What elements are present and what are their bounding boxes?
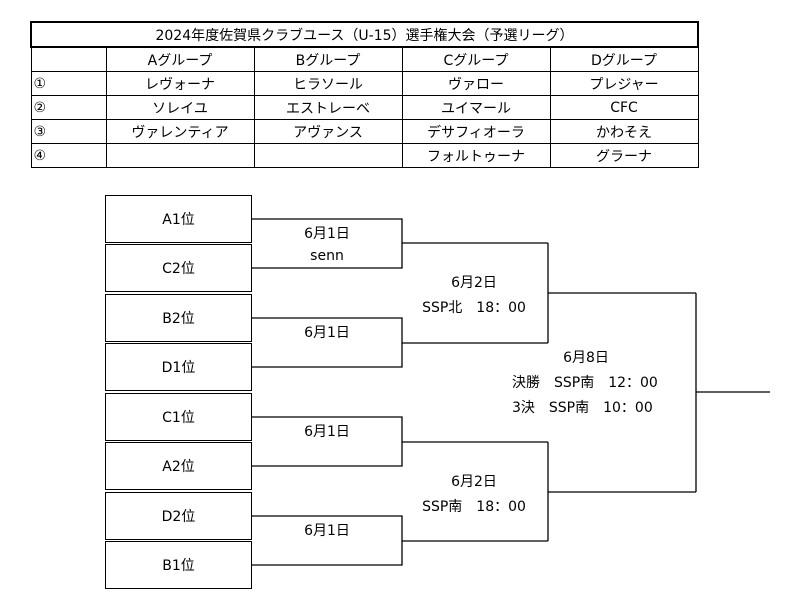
table-row: ① レヴォーナ ヒラソール ヴァロー プレジャー [30, 71, 699, 96]
match-date: 6月1日 [304, 424, 350, 440]
team-cell: CFC [549, 95, 699, 120]
team-cell [105, 143, 255, 168]
team-cell: フォルトゥーナ [401, 143, 551, 168]
groups-table: 2024年度佐賀県クラブユース（U-15）選手権大会（予選リーグ） Aグループ … [30, 21, 699, 168]
slot-box: D2位 [105, 492, 252, 540]
match-date: 6月2日 [451, 275, 497, 291]
row-number: ① [30, 71, 107, 96]
third-place-line: 3決 SSP南 10：00 [512, 400, 653, 416]
title-row: 2024年度佐賀県クラブユース（U-15）選手権大会（予選リーグ） [30, 21, 699, 48]
header-group-d: Dグループ [549, 46, 699, 72]
final-match-line: 決勝 SSP南 12：00 [512, 375, 658, 391]
team-cell: プレジャー [549, 71, 699, 96]
bracket-line-r1-4b [252, 541, 403, 566]
team-cell: アヴァンス [253, 119, 403, 144]
slot-box: A2位 [105, 442, 252, 490]
final-date: 6月8日 [563, 350, 609, 366]
team-cell: ヴァロー [401, 71, 551, 96]
slot-box: C1位 [105, 393, 252, 441]
header-blank [30, 46, 107, 72]
match-venue: SSP北 18：00 [422, 300, 526, 316]
match-date: 6月1日 [304, 523, 350, 539]
bracket-line-r1-3b [252, 442, 403, 467]
bracket-line-r1-3 [252, 416, 548, 443]
bracket-line-r1-2b [252, 343, 403, 368]
row-number: ④ [30, 143, 107, 168]
bracket-line-r1-4 [252, 515, 548, 542]
match-date: 6月2日 [451, 474, 497, 490]
table-row: ④ フォルトゥーナ グラーナ [30, 143, 699, 168]
slot-box: D1位 [105, 343, 252, 391]
table-title: 2024年度佐賀県クラブユース（U-15）選手権大会（予選リーグ） [30, 21, 699, 48]
bracket-line-r1-1b [252, 243, 403, 269]
slot-box: C2位 [105, 244, 252, 292]
table-row: ② ソレイユ エストレーベ ユイマール CFC [30, 95, 699, 120]
slot-box: B1位 [105, 541, 252, 589]
match-date: 6月1日 [304, 226, 350, 242]
bracket-line-r1-2 [252, 317, 548, 344]
header-group-b: Bグループ [253, 46, 403, 72]
bracket-line-r1-1 [252, 218, 548, 244]
match-venue: senn [310, 248, 344, 264]
team-cell: デサフィオーラ [401, 119, 551, 144]
slot-box: B2位 [105, 294, 252, 342]
match-venue: SSP南 18：00 [422, 499, 526, 515]
match-date: 6月1日 [304, 325, 350, 341]
team-cell: ヴァレンティア [105, 119, 255, 144]
slot-box: A1位 [105, 195, 252, 243]
team-cell [253, 143, 403, 168]
team-cell: グラーナ [549, 143, 699, 168]
